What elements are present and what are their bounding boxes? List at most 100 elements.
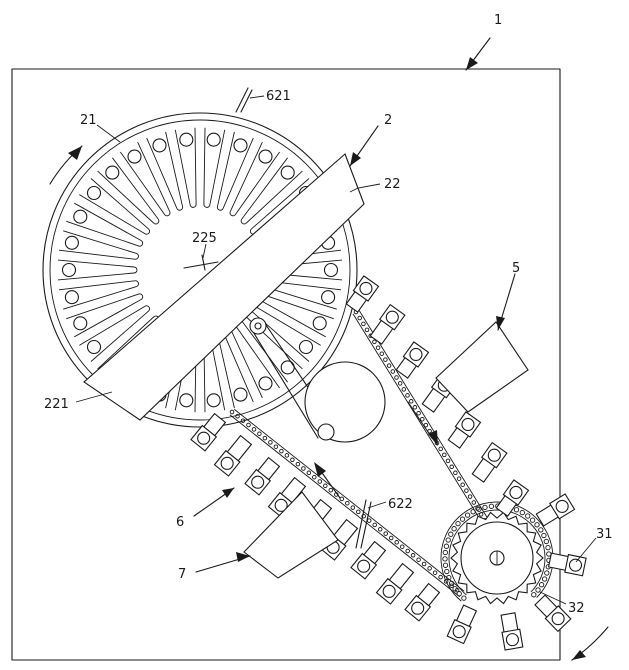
chain-link bbox=[541, 576, 548, 582]
label-621: 621 bbox=[266, 89, 291, 104]
chain-link bbox=[471, 500, 477, 505]
turntable-slot bbox=[79, 305, 151, 362]
holder-bottle bbox=[251, 475, 265, 489]
bottle-circle bbox=[127, 149, 142, 164]
leader-21 bbox=[96, 124, 121, 143]
chain-link bbox=[535, 587, 541, 593]
leader-arrow-5-icon bbox=[496, 273, 516, 331]
holder-bottle bbox=[505, 633, 519, 647]
chain-rail bbox=[233, 408, 465, 592]
chain-link bbox=[446, 574, 452, 581]
label-1: 1 bbox=[494, 13, 502, 28]
holder-bottle bbox=[509, 485, 523, 500]
chain-link bbox=[534, 522, 540, 528]
chain-link bbox=[246, 422, 251, 428]
chain-link bbox=[482, 504, 488, 511]
chain-link bbox=[306, 470, 312, 476]
label-21: 21 bbox=[80, 113, 97, 128]
chain-link bbox=[545, 544, 551, 551]
turntable-slot bbox=[216, 131, 254, 211]
chain-link bbox=[366, 518, 372, 523]
lower-unit-box bbox=[243, 491, 339, 579]
leader-221 bbox=[75, 391, 113, 403]
chain-rail bbox=[448, 509, 546, 596]
holder-bottle bbox=[357, 559, 371, 573]
turntable-slot bbox=[58, 230, 139, 260]
bottle-circle bbox=[179, 393, 194, 408]
leader-22 bbox=[349, 183, 381, 193]
bottle-circle bbox=[86, 339, 102, 355]
bottle-circle bbox=[61, 262, 77, 278]
holder-bottle bbox=[551, 612, 565, 626]
flow-arrow-up-icon bbox=[314, 462, 341, 499]
chain-link bbox=[538, 527, 544, 533]
chain-link bbox=[394, 375, 399, 380]
chain-link bbox=[412, 405, 418, 410]
chain-link bbox=[312, 474, 317, 480]
chain-link bbox=[519, 509, 525, 516]
holder-bottle bbox=[568, 558, 583, 572]
bottle-circle bbox=[206, 132, 221, 147]
chain-link bbox=[427, 566, 432, 571]
holder-bottle bbox=[452, 625, 466, 639]
chain-link bbox=[394, 540, 399, 545]
chain-link bbox=[262, 435, 268, 441]
chain-link bbox=[383, 357, 388, 362]
sprocket-gear bbox=[450, 511, 544, 605]
chain-link bbox=[456, 591, 462, 597]
chain-link bbox=[443, 579, 449, 584]
chain-link bbox=[525, 513, 531, 519]
center-mark bbox=[183, 254, 219, 271]
chain-link bbox=[356, 509, 361, 515]
leader-arrow-7-icon bbox=[195, 552, 251, 573]
chain-link bbox=[467, 494, 473, 499]
chain-link bbox=[470, 509, 476, 515]
holder-bottle bbox=[461, 417, 475, 432]
chain-link bbox=[445, 458, 451, 464]
upper-chain bbox=[352, 309, 496, 535]
bottle-circle bbox=[64, 290, 79, 305]
rotation-arrow-bottom-icon bbox=[571, 626, 609, 661]
turntable-slot bbox=[120, 141, 171, 217]
label-5: 5 bbox=[512, 261, 520, 276]
bottle-circle bbox=[280, 165, 295, 180]
bottle-circle bbox=[64, 235, 79, 250]
turntable-slot bbox=[174, 127, 197, 208]
turntable-slot bbox=[97, 157, 160, 225]
chain-link bbox=[379, 351, 385, 356]
chain-link bbox=[442, 556, 448, 562]
chain-link bbox=[410, 553, 416, 558]
chain-link bbox=[328, 487, 334, 493]
holder-bottle bbox=[382, 584, 396, 598]
chain-link bbox=[290, 457, 295, 463]
chain-link bbox=[421, 561, 427, 567]
chain-link bbox=[538, 582, 545, 588]
chain-link bbox=[317, 479, 323, 484]
leader-arrow-6-icon bbox=[193, 487, 235, 517]
chain-link bbox=[339, 496, 345, 502]
label-7: 7 bbox=[178, 567, 186, 582]
lever-pivot bbox=[317, 423, 335, 441]
label-622: 622 bbox=[388, 497, 413, 512]
chain-link bbox=[438, 446, 443, 452]
label-6: 6 bbox=[176, 515, 184, 530]
label-22: 22 bbox=[384, 177, 401, 192]
turntable-slot bbox=[58, 280, 139, 310]
chain-link bbox=[361, 321, 366, 327]
bottle-circle bbox=[258, 149, 273, 164]
chain-link bbox=[401, 387, 407, 392]
leader-31 bbox=[575, 537, 597, 563]
chain-link bbox=[464, 488, 469, 493]
chain-link bbox=[390, 369, 396, 374]
lower-chain bbox=[229, 408, 465, 598]
rotation-arrow-left-icon bbox=[49, 145, 83, 185]
chain-link bbox=[423, 422, 429, 428]
chain-link bbox=[279, 448, 284, 454]
turntable-slot bbox=[240, 157, 303, 225]
chain-link bbox=[488, 503, 495, 509]
chain-link bbox=[345, 500, 350, 506]
chain-link bbox=[443, 543, 450, 549]
label-221: 221 bbox=[44, 397, 69, 412]
turntable-disc bbox=[42, 112, 358, 428]
